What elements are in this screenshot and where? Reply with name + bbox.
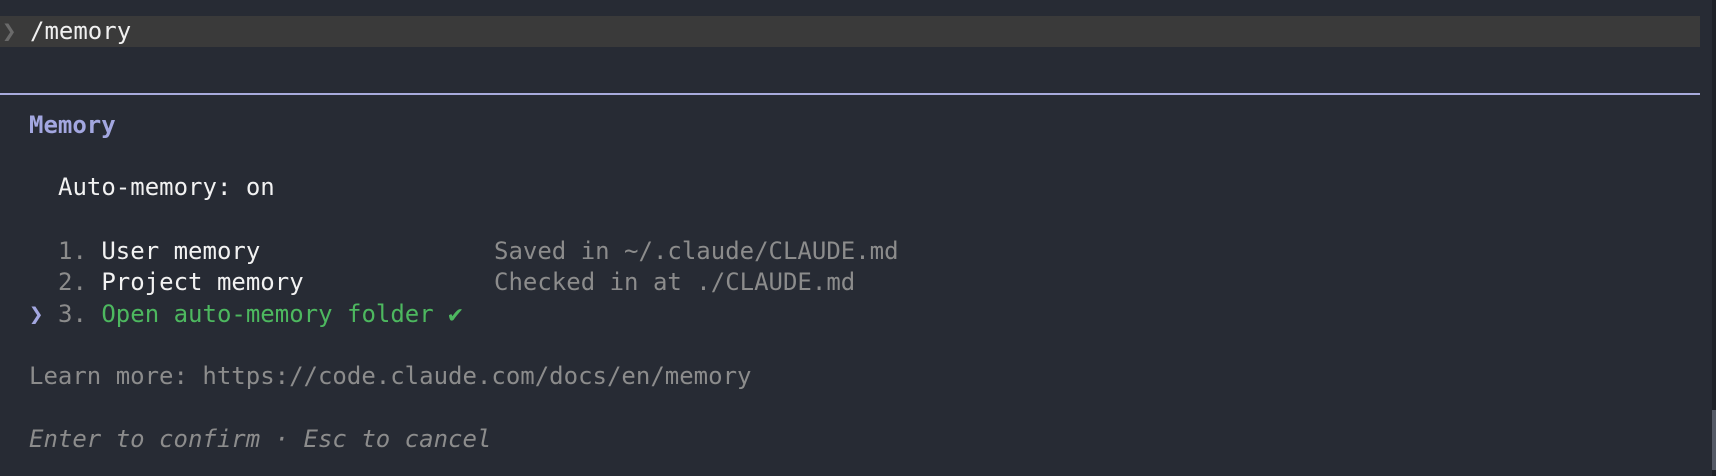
selection-pointer-icon: ❯ [29, 299, 43, 330]
option-description: Saved in ~/.claude/CLAUDE.md [494, 237, 899, 265]
command-input[interactable]: /memory [30, 17, 132, 45]
prompt-chevron-icon: ❯ [2, 17, 17, 45]
keyboard-hint: Enter to confirm · Esc to cancel [29, 425, 492, 453]
option-project-memory[interactable]: 2. Project memory [58, 267, 304, 298]
option-user-memory[interactable]: 1. User memory [58, 236, 260, 267]
panel-title-text: Memory [29, 111, 116, 139]
auto-memory-text: Auto-memory: on [58, 173, 275, 201]
selection-chevron-icon: ❯ [29, 300, 44, 328]
option-description: Checked in at ./CLAUDE.md [494, 268, 856, 296]
option-number: 1. [58, 237, 87, 265]
learn-more-link[interactable]: Learn more: https://code.claude.com/docs… [29, 362, 752, 390]
option-number: 3. [58, 300, 87, 328]
scrollbar-thumb[interactable] [1712, 410, 1716, 470]
option-label: Open auto-memory folder ✔ [101, 300, 463, 328]
divider [0, 93, 1700, 95]
option-label: Project memory [101, 268, 304, 296]
option-open-auto-memory-folder[interactable]: 3. Open auto-memory folder ✔ [58, 299, 463, 330]
auto-memory-status: Auto-memory: on [58, 172, 275, 203]
option-number: 2. [58, 268, 87, 296]
scrollbar[interactable] [1712, 0, 1716, 476]
command-input-bar[interactable] [0, 16, 1700, 47]
panel-title: Memory [29, 110, 116, 141]
option-label: User memory [101, 237, 261, 265]
